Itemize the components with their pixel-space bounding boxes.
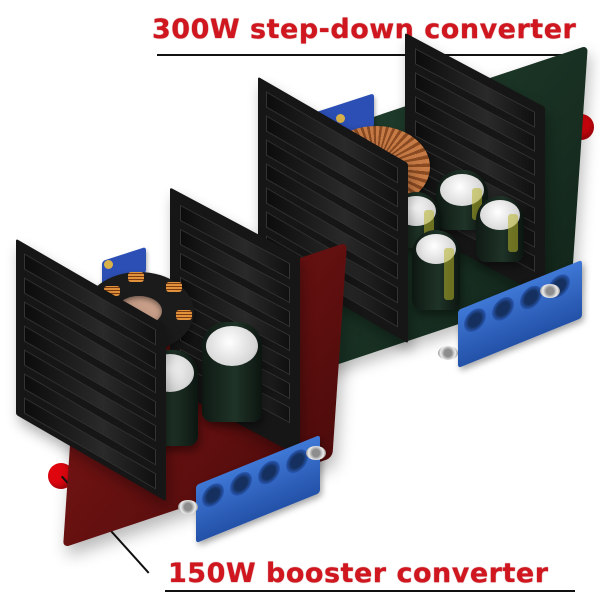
capacitor bbox=[476, 196, 524, 262]
label-step-down-converter: 300W step-down converter bbox=[152, 14, 577, 45]
label-booster-converter: 150W booster converter bbox=[168, 558, 549, 589]
copper-winding bbox=[166, 282, 182, 292]
copper-winding bbox=[128, 272, 144, 282]
mounting-hole bbox=[438, 346, 458, 360]
copper-winding bbox=[176, 310, 192, 320]
pot-adjust-screw bbox=[336, 114, 345, 123]
mounting-standoff bbox=[178, 500, 198, 514]
mounting-hole bbox=[540, 284, 560, 298]
capacitor bbox=[202, 322, 262, 422]
capacitor bbox=[412, 230, 460, 310]
pot-adjust-screw bbox=[104, 260, 113, 269]
leader-line-bottom-horizontal bbox=[165, 590, 575, 592]
leader-line-top-horizontal bbox=[157, 54, 582, 56]
mounting-standoff bbox=[306, 446, 326, 460]
copper-winding bbox=[104, 286, 120, 296]
